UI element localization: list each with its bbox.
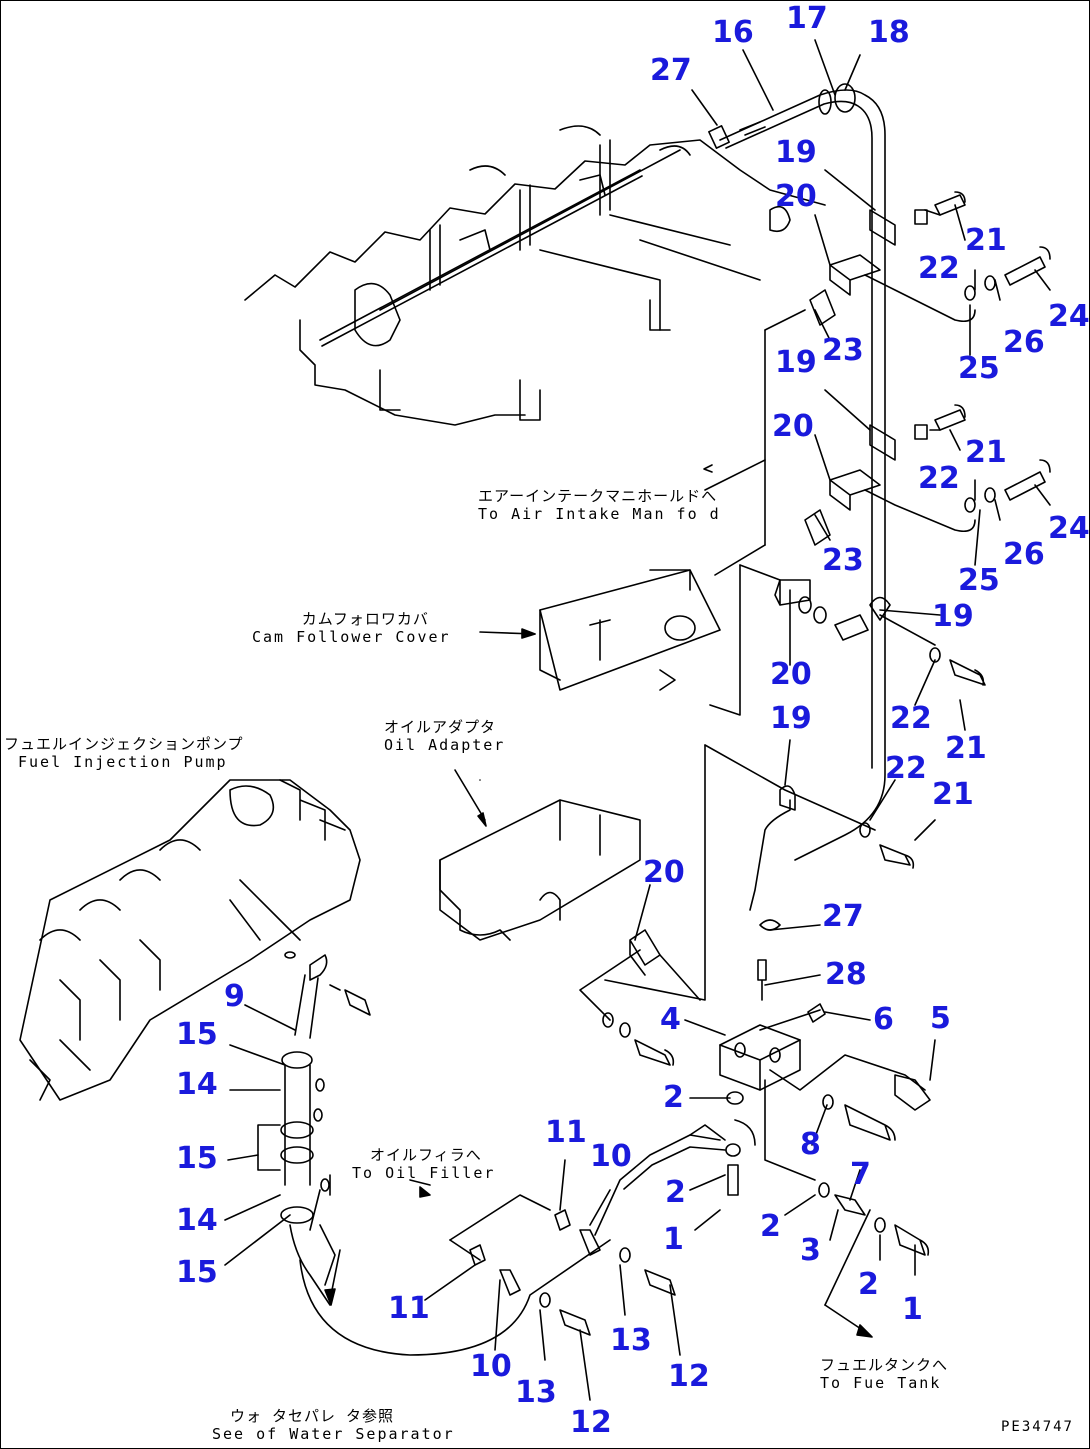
callout-4: 4 <box>660 1002 681 1037</box>
callout-22: 22 <box>918 251 960 286</box>
callout-19: 19 <box>932 599 974 634</box>
callout-2: 2 <box>663 1080 684 1115</box>
callout-25: 25 <box>958 351 1000 386</box>
callout-10: 10 <box>470 1349 512 1384</box>
callout-26: 26 <box>1003 325 1045 360</box>
clamp-group-lower <box>775 580 985 685</box>
callout-20: 20 <box>772 409 814 444</box>
callout-2: 2 <box>858 1267 879 1302</box>
callout-5: 5 <box>930 1001 951 1036</box>
callout-7: 7 <box>850 1157 871 1192</box>
callout-11: 11 <box>388 1291 430 1326</box>
bracket-lower <box>580 930 700 1065</box>
callout-26: 26 <box>1003 537 1045 572</box>
callout-6: 6 <box>873 1002 894 1037</box>
fuel-tank-line <box>819 1183 928 1337</box>
oil-adapter <box>440 770 640 940</box>
callout-19: 19 <box>770 701 812 736</box>
callout-23: 23 <box>822 333 864 368</box>
callout-1: 1 <box>902 1292 923 1327</box>
callout-28: 28 <box>825 957 867 992</box>
filter-head <box>720 1004 930 1180</box>
fuel-injection-pump <box>20 780 360 1100</box>
callout-22: 22 <box>918 461 960 496</box>
callout-24: 24 <box>1048 511 1090 546</box>
callout-15: 15 <box>176 1017 218 1052</box>
callout-19: 19 <box>775 345 817 380</box>
cam-follower-cover <box>480 565 780 715</box>
callout-14: 14 <box>176 1203 218 1238</box>
return-hose <box>595 1120 755 1235</box>
callout-15: 15 <box>176 1255 218 1290</box>
callout-13: 13 <box>610 1323 652 1358</box>
leader-lines <box>225 40 1050 1400</box>
callout-12: 12 <box>570 1405 612 1440</box>
callout-3: 3 <box>800 1233 821 1268</box>
callout-21: 21 <box>965 435 1007 470</box>
callout-13: 13 <box>515 1375 557 1410</box>
callout-11: 11 <box>545 1115 587 1150</box>
document-number: PE34747 <box>1000 1419 1074 1435</box>
clamp-group-upper <box>765 192 1050 545</box>
callout-8: 8 <box>800 1127 821 1162</box>
callout-25: 25 <box>958 563 1000 598</box>
callout-20: 20 <box>643 855 685 890</box>
callout-9: 9 <box>224 979 245 1014</box>
callout-22: 22 <box>885 751 927 786</box>
oil-filler-lines <box>300 1180 675 1355</box>
callout-21: 21 <box>932 777 974 812</box>
callout-1: 1 <box>663 1222 684 1257</box>
clamp-group-middle <box>704 405 1050 575</box>
callout-15: 15 <box>176 1141 218 1176</box>
callout-24: 24 <box>1048 299 1090 334</box>
callout-23: 23 <box>822 543 864 578</box>
callout-2: 2 <box>760 1209 781 1244</box>
callout-2: 2 <box>665 1175 686 1210</box>
callout-27: 27 <box>650 53 692 88</box>
callout-12: 12 <box>668 1359 710 1394</box>
callout-21: 21 <box>945 731 987 766</box>
callout-27: 27 <box>822 899 864 934</box>
callout-16: 16 <box>712 15 754 50</box>
callout-17: 17 <box>786 1 828 36</box>
callout-22: 22 <box>890 701 932 736</box>
engine-head-outline <box>245 126 825 425</box>
mid-hose <box>605 745 913 1000</box>
callout-21: 21 <box>965 223 1007 258</box>
callout-18: 18 <box>868 15 910 50</box>
callout-19: 19 <box>775 135 817 170</box>
callout-20: 20 <box>770 657 812 692</box>
callout-14: 14 <box>176 1067 218 1102</box>
water-separator-hose <box>258 955 370 1305</box>
callout-10: 10 <box>590 1139 632 1174</box>
callout-20: 20 <box>775 179 817 214</box>
